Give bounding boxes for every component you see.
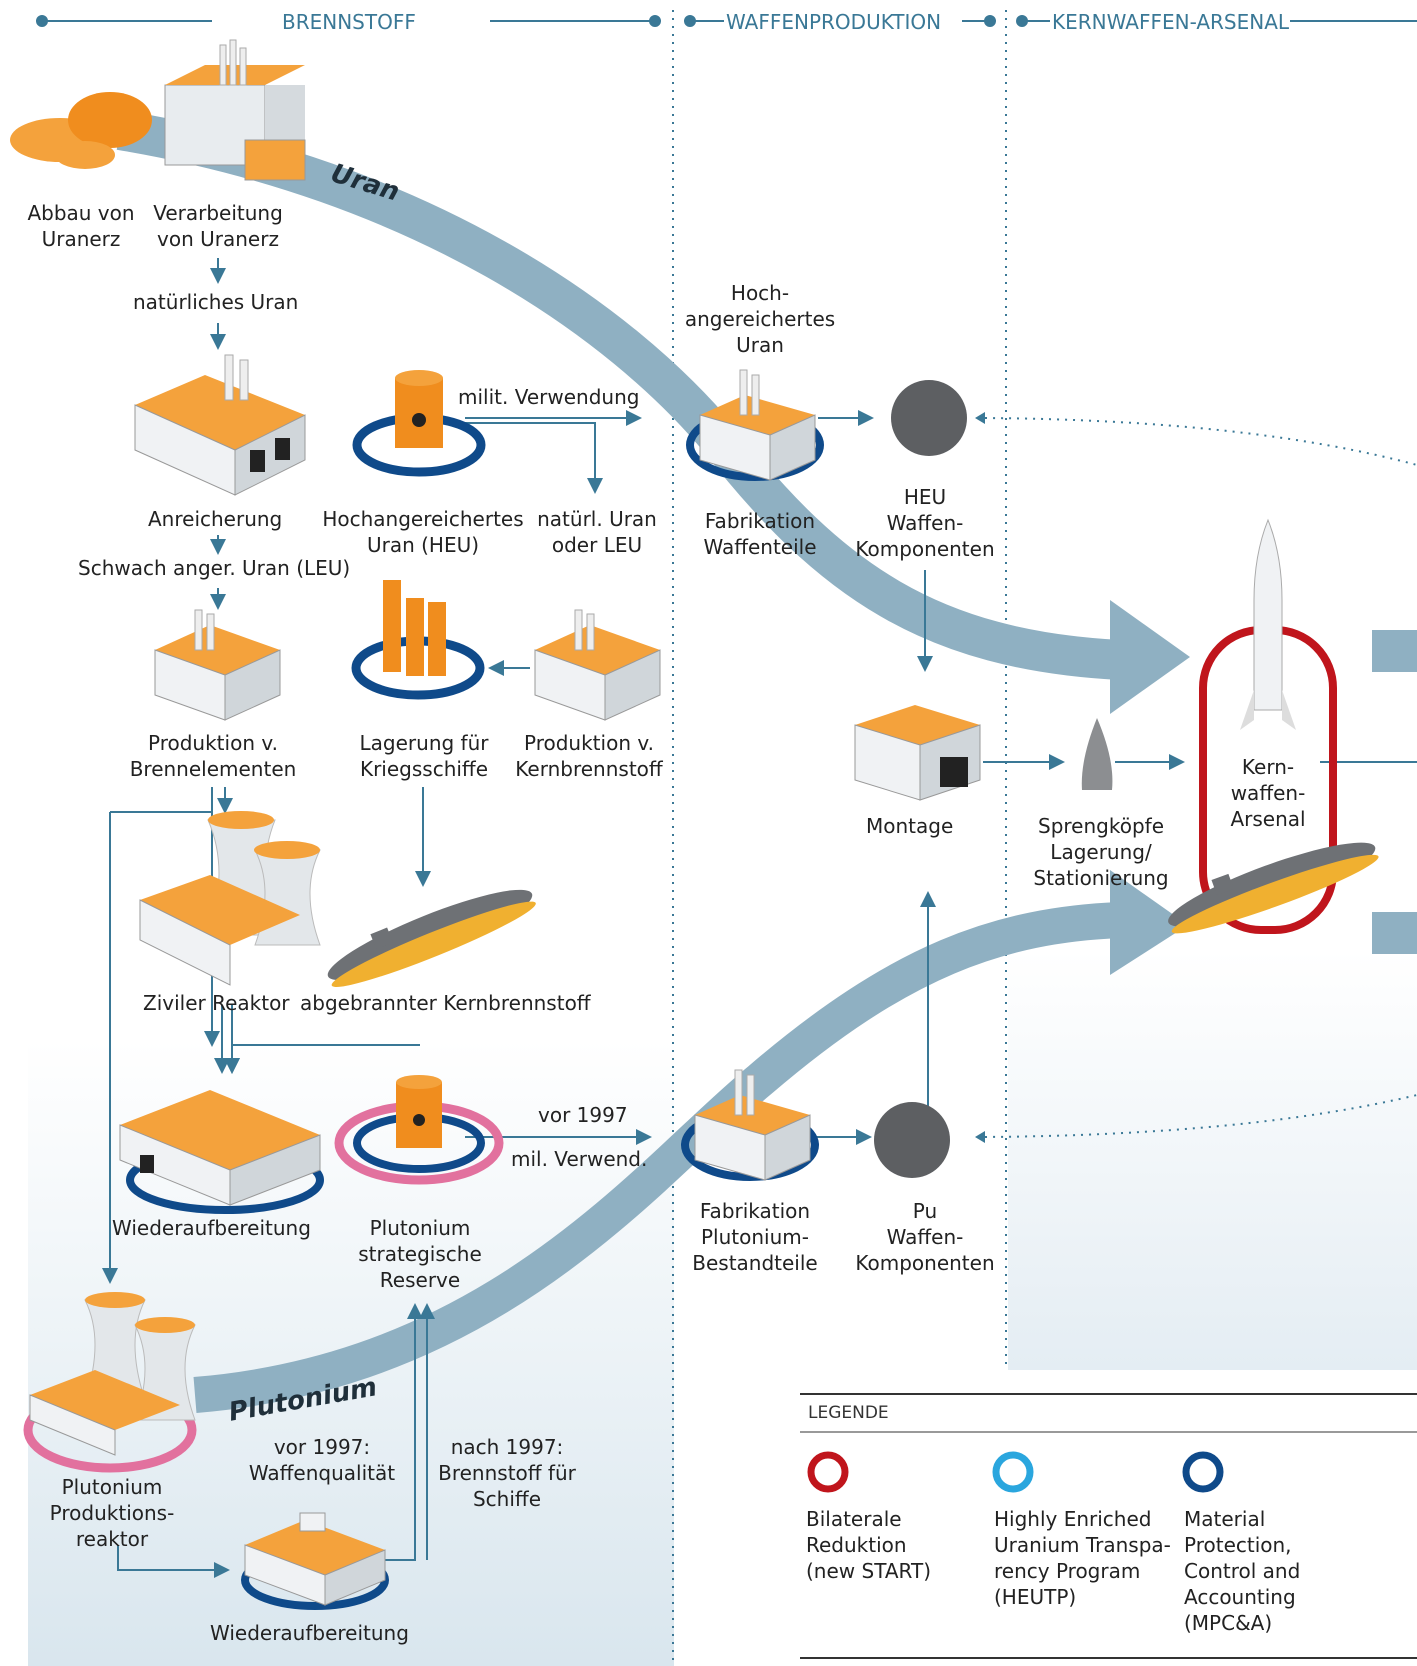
naval-fuel-rods-icon (351, 580, 485, 700)
label-before-1997-quality: vor 1997:Waffenqualität (248, 1435, 396, 1485)
reprocessing-plant-2-icon (241, 1512, 389, 1610)
plutonium-barrel-icon (334, 1075, 504, 1185)
arsenal-submarine-icon (1168, 842, 1379, 934)
reprocessing-plant-icon (119, 1090, 324, 1214)
legend-swatch-red (807, 1451, 849, 1493)
label-arsenal: Kern-waffen-Arsenal (1230, 755, 1306, 831)
header-weapons-production: WAFFENPRODUKTION (726, 10, 942, 34)
label-civil-reactor: Ziviler Reaktor (143, 991, 290, 1015)
legend-swatch-light-blue (992, 1451, 1034, 1493)
legend-title: LEGENDE (808, 1403, 889, 1423)
label-fuel-element-production: Produktion v.Brennelementen (129, 731, 297, 781)
pu-sphere-icon (874, 1102, 950, 1178)
arsenal-panel (1008, 950, 1417, 1370)
label-milit-use: milit. Verwendung (458, 385, 640, 409)
label-natural-uranium: natürliches Uran (133, 290, 299, 314)
pu-fabrication-plant-icon (681, 1069, 819, 1181)
heu-sphere-icon (891, 380, 967, 456)
label-reprocessing: Wiederaufbereitung (112, 1216, 311, 1240)
nuclear-fuel-plant-icon (534, 609, 661, 721)
missile-icon (1240, 518, 1296, 730)
label-leu: Schwach anger. Uran (LEU) (78, 556, 351, 580)
processing-plant-icon (164, 39, 306, 181)
warhead-icon (1081, 718, 1113, 790)
submarine-icon (327, 889, 536, 987)
assembly-building-icon (854, 705, 981, 801)
label-assembly: Montage (866, 814, 954, 838)
label-mil-use: mil. Verwend. (511, 1147, 648, 1171)
heu-barrel-icon (352, 370, 486, 477)
label-before-1997: vor 1997 (538, 1103, 628, 1127)
header-arsenal: KERNWAFFEN-ARSENAL (1052, 10, 1290, 34)
label-spent-fuel: abgebrannter Kernbrennstoff (300, 991, 591, 1015)
uranium-arrowhead (1110, 600, 1190, 714)
ore-heap-icon (10, 92, 152, 169)
fuel-element-plant-icon (154, 609, 281, 721)
pu-reactor-icon (23, 1292, 197, 1473)
heu-fabrication-plant-icon (686, 369, 824, 481)
plutonium-arrowhead (1110, 870, 1188, 975)
header-fuel: BRENNSTOFF (282, 10, 416, 34)
civil-reactor-icon (139, 811, 321, 986)
label-nuclear-fuel-production: Produktion v.Kernbrennstoff (515, 731, 663, 781)
legend-swatch-dark-blue (1182, 1451, 1224, 1493)
label-reprocessing-2: Wiederaufbereitung (210, 1621, 409, 1645)
enrichment-plant-icon (134, 354, 306, 496)
label-enrichment: Anreicherung (148, 507, 283, 531)
